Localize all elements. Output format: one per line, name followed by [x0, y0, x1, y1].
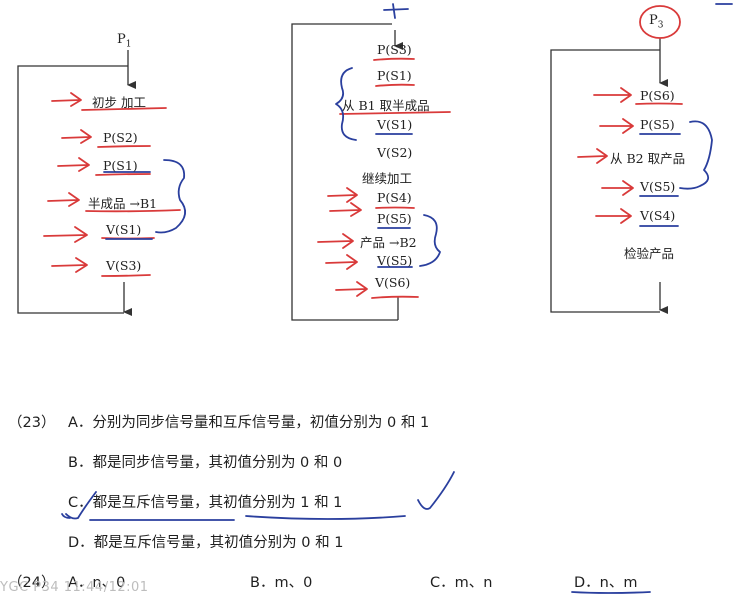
p1-step-semi-to-b1: 半成品 →B1 — [88, 196, 158, 211]
p2-step-v-s2: V(S2) — [377, 145, 413, 160]
video-watermark: YGC P34 11:44/12:01 — [0, 580, 149, 595]
p2-step-p-s1: P(S1) — [377, 68, 412, 83]
p1-step-preprocess: 初步 加工 — [92, 95, 146, 110]
p3-step-take-from-b2: 从 B2 取产品 — [610, 151, 686, 166]
q24-option-b: B．m、0 — [250, 575, 313, 591]
p2-step-take-from-b1: 从 B1 取半成品 — [342, 98, 430, 113]
p3-step-inspect: 检验产品 — [624, 246, 675, 261]
question-24-number: （24） — [8, 575, 56, 591]
p3-step-p-s5: P(S5) — [640, 117, 675, 132]
p3-step-p-s6: P(S6) — [640, 88, 675, 103]
process-p3-label: P3 — [649, 13, 664, 31]
q23-option-b: B．都是同步信号量，其初值分别为 0 和 0 — [68, 455, 343, 471]
process-p1-frame — [17, 50, 136, 316]
p1-step-p-s1: P(S1) — [103, 158, 138, 173]
p2-step-product-to-b2: 产品 →B2 — [360, 235, 417, 250]
q24-option-d: D．n、m — [574, 575, 638, 591]
process-p3-frame — [550, 38, 668, 314]
red-arrows-p3 — [577, 87, 634, 224]
q23-option-d: D．都是互斥信号量，其初值分别为 0 和 1 — [68, 535, 344, 551]
p1-step-v-s3: V(S3) — [106, 258, 142, 273]
p2-step-p-s4: P(S4) — [377, 190, 412, 205]
p2-step-v-s6: V(S6) — [375, 275, 411, 290]
red-arrows-p1 — [43, 92, 92, 273]
q24-option-c: C．m、n — [430, 575, 493, 591]
red-arrows-p2 — [317, 187, 368, 297]
p1-step-v-s1: V(S1) — [106, 222, 142, 237]
p2-step-p-s5: P(S5) — [377, 211, 412, 226]
q23-option-a: A．分别为同步信号量和互斥信号量，初值分别为 0 和 1 — [68, 415, 430, 431]
p1-step-p-s2: P(S2) — [103, 130, 138, 145]
p2-step-p-s3: P(S3) — [377, 42, 412, 57]
blue-marks-p1 — [103, 159, 186, 240]
p3-step-v-s4: V(S4) — [640, 208, 676, 223]
question-23-number: （23） — [8, 415, 56, 431]
red-marks-p3 — [635, 5, 683, 105]
p2-step-v-s5: V(S5) — [377, 253, 413, 268]
p2-step-continue: 继续加工 — [362, 171, 413, 186]
blue-marks-p3 — [639, 3, 733, 227]
q23-option-c: C．都是互斥信号量，其初值分别为 1 和 1 — [68, 495, 343, 511]
process-p1-label: P1 — [117, 32, 132, 50]
blue-marks-p2 — [335, 3, 441, 268]
process-p2-frame — [291, 23, 403, 321]
red-underlines-p1 — [81, 107, 181, 277]
red-underlines-p2 — [339, 57, 451, 299]
p3-step-v-s5: V(S5) — [640, 179, 676, 194]
p2-step-v-s1: V(S1) — [377, 117, 413, 132]
q24-option-a: A．n、0 — [68, 575, 126, 591]
answer-marks — [61, 471, 651, 594]
